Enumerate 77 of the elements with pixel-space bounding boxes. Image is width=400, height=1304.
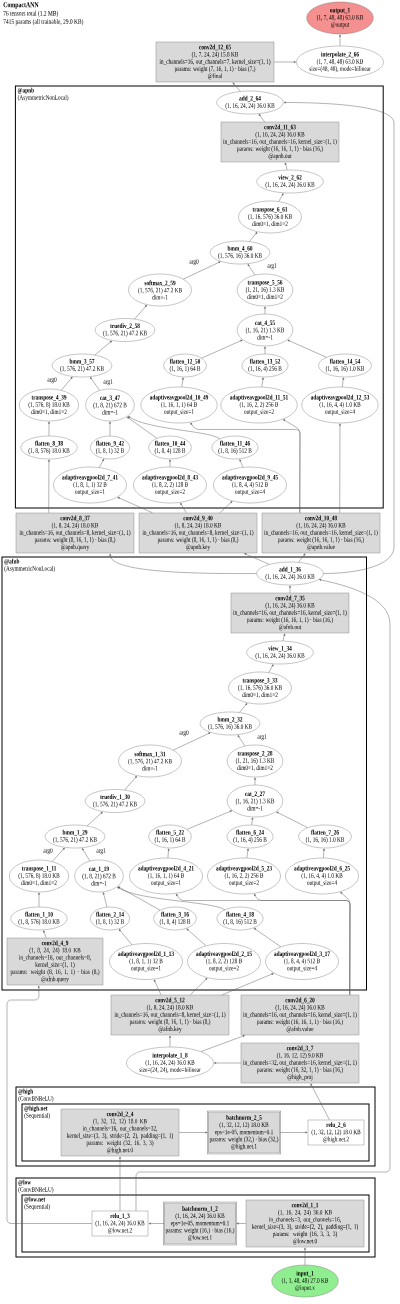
arrow xyxy=(323,848,325,859)
arrow xyxy=(310,1083,330,1120)
arrow xyxy=(61,376,73,391)
arrow xyxy=(214,1062,241,1064)
arrow xyxy=(237,735,246,747)
arrow xyxy=(278,193,284,202)
arrow xyxy=(340,892,351,995)
arrow xyxy=(264,306,266,315)
arrow xyxy=(183,261,221,280)
arrow xyxy=(38,892,40,908)
arrow xyxy=(181,377,184,388)
arrow xyxy=(90,377,100,391)
arrow xyxy=(254,777,256,786)
arrow xyxy=(232,82,241,92)
arrow xyxy=(167,848,170,859)
arrow xyxy=(52,847,65,862)
arrow xyxy=(180,502,187,513)
arrow xyxy=(190,978,208,995)
arrow xyxy=(258,114,265,122)
arrow xyxy=(222,973,274,995)
arrow xyxy=(169,459,171,468)
arrow xyxy=(134,305,147,320)
arrow xyxy=(135,579,391,1211)
arrow xyxy=(287,339,327,358)
arrow xyxy=(154,979,162,995)
arrow xyxy=(276,811,308,828)
arrow xyxy=(304,1247,306,1266)
arrow xyxy=(201,339,243,359)
arrow xyxy=(283,419,301,513)
arrow xyxy=(298,553,306,563)
arrow xyxy=(86,811,103,827)
arrow xyxy=(148,1222,165,1225)
arrow xyxy=(244,553,270,565)
arrow xyxy=(128,416,221,439)
arrow xyxy=(200,1035,245,1052)
arrow xyxy=(342,377,345,388)
arrow xyxy=(239,459,244,468)
arrow xyxy=(82,848,91,862)
arrow xyxy=(268,664,274,673)
arrow xyxy=(264,346,266,355)
arrow xyxy=(48,459,50,513)
arrow xyxy=(261,377,264,388)
arrow xyxy=(127,416,158,439)
arrow xyxy=(274,61,296,63)
arrow xyxy=(289,585,291,593)
arrow xyxy=(109,553,257,574)
arrow xyxy=(117,887,226,910)
arrow xyxy=(102,892,108,908)
arrow xyxy=(251,817,254,826)
arrow xyxy=(118,886,161,911)
arrow xyxy=(109,421,111,437)
arrow xyxy=(279,1131,308,1134)
arrow xyxy=(249,232,258,242)
arrow xyxy=(99,459,104,468)
arrow xyxy=(173,732,211,751)
arrow xyxy=(94,340,112,356)
arrow xyxy=(339,423,341,513)
arrow xyxy=(179,1131,208,1134)
arrow xyxy=(43,930,47,938)
arrow xyxy=(186,810,232,830)
arrow xyxy=(253,928,281,947)
arrow xyxy=(236,1222,246,1225)
arrow xyxy=(284,162,288,171)
arrow xyxy=(6,985,92,1224)
arrow xyxy=(246,848,249,859)
arrow xyxy=(48,421,50,437)
arrow xyxy=(169,1035,171,1048)
arrow xyxy=(339,34,341,47)
arrow xyxy=(282,633,286,642)
arrow xyxy=(118,929,133,945)
arrow xyxy=(247,264,256,276)
arrow xyxy=(283,101,395,574)
arrow xyxy=(219,501,233,513)
arrow xyxy=(239,703,248,713)
arrow xyxy=(124,776,137,791)
arrow xyxy=(186,928,207,946)
arrow xyxy=(119,1156,121,1211)
